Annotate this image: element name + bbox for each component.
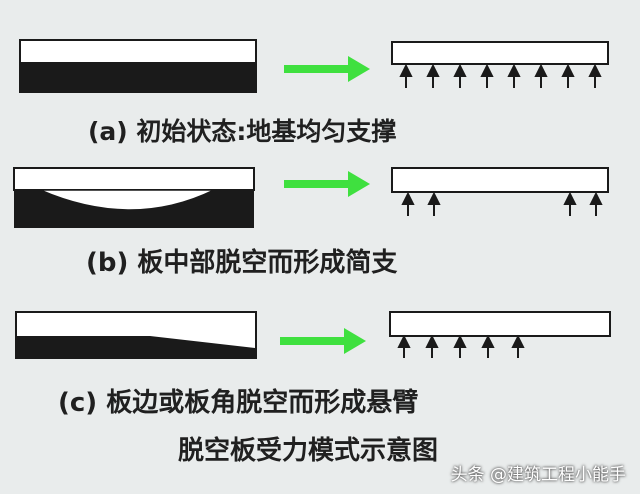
row-a	[19, 39, 609, 93]
support-arrow	[507, 63, 521, 88]
support-arrow	[563, 191, 577, 216]
green-arrow-a	[284, 56, 370, 82]
slab-a-model	[391, 41, 609, 65]
slab-c-edge-void	[15, 311, 257, 359]
slab-b-model	[391, 167, 609, 193]
support-arrow	[511, 334, 525, 358]
support-arrow	[589, 191, 603, 216]
support-arrow	[399, 63, 413, 88]
supports-b	[401, 191, 603, 216]
support-arrow	[401, 191, 415, 216]
support-arrow	[534, 63, 548, 88]
support-arrow	[427, 191, 441, 216]
caption-c: (c) 板边或板角脱空而形成悬臂	[58, 388, 419, 418]
green-arrow-c	[280, 328, 366, 354]
caption-b: (b) 板中部脱空而形成简支	[86, 248, 398, 278]
support-arrow	[426, 63, 440, 88]
caption-a: (a) 初始状态:地基均匀支撑	[88, 117, 397, 146]
supports-c	[397, 334, 525, 358]
support-arrow	[588, 63, 602, 88]
support-arrow	[425, 334, 439, 358]
support-arrow	[561, 63, 575, 88]
slab-b-middle-void	[13, 167, 255, 228]
green-arrow-b	[284, 171, 370, 197]
support-arrow	[480, 63, 494, 88]
row-c	[15, 311, 611, 359]
slab-c-model	[389, 311, 611, 337]
support-arrow	[453, 334, 467, 358]
supports-a	[399, 63, 602, 88]
support-arrow	[481, 334, 495, 358]
support-arrow	[453, 63, 467, 88]
row-b	[13, 167, 609, 228]
slab-a-uniform-support	[19, 39, 257, 93]
support-arrow	[397, 334, 411, 358]
watermark: 头条 @建筑工程小能手	[450, 465, 626, 485]
figure-title: 脱空板受力模式示意图	[178, 436, 439, 466]
